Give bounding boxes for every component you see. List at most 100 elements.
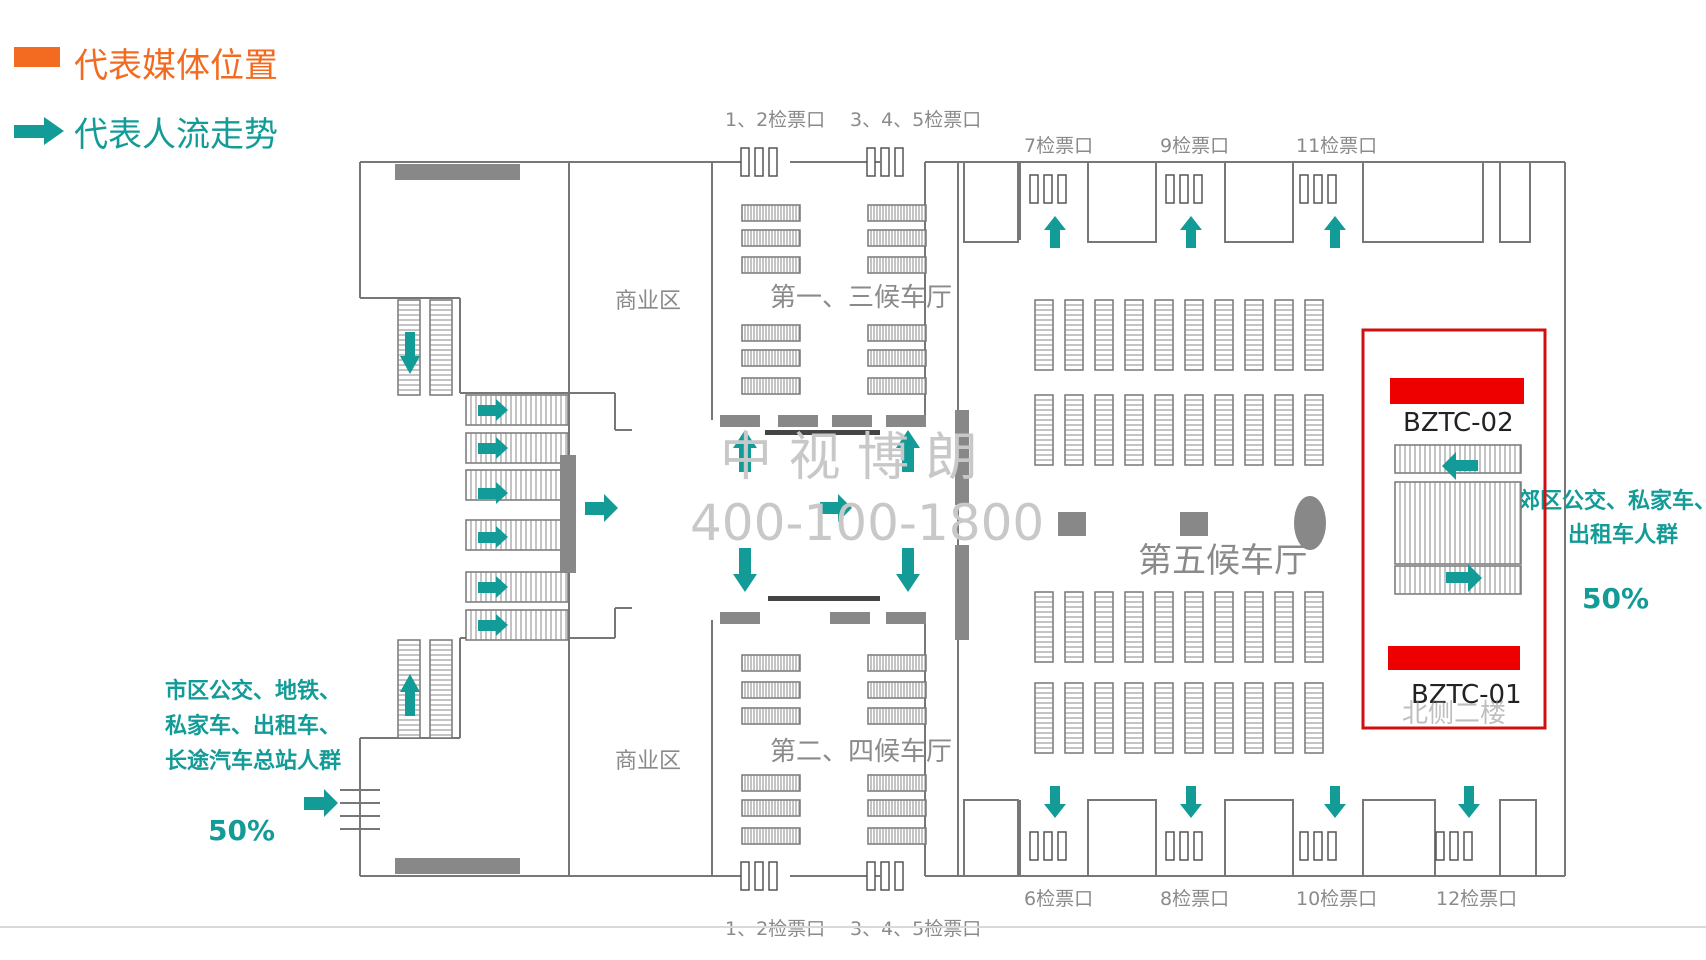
gate-label-bottom-3-4-5: 3、4、5检票口 [850, 918, 981, 940]
media-code-bztc-02: BZTC-02 [1403, 408, 1514, 438]
seat-row [741, 256, 801, 274]
gate-label-top-9: 9检票口 [1160, 135, 1229, 157]
turnstiles-bottom [1435, 831, 1473, 861]
gate-room [1224, 799, 1294, 877]
seat-column [1274, 682, 1294, 754]
seat-column [1094, 682, 1114, 754]
hall-5-label: 第五候车厅 [1138, 541, 1308, 581]
seat-column [1094, 591, 1114, 663]
commercial-zone-top-label: 商业区 [615, 289, 681, 314]
seat-column [1154, 591, 1174, 663]
central-corridor [720, 410, 1326, 640]
left-crowd-line2: 私家车、出租车、 [165, 713, 341, 739]
seat-column [1274, 591, 1294, 663]
turnstiles-bottom [1029, 831, 1067, 861]
seat-row [741, 707, 801, 725]
seat-row [741, 377, 801, 395]
seat-column [1274, 394, 1294, 466]
seat-column [1094, 299, 1114, 371]
escalator-segment [465, 519, 569, 551]
seat-column [1214, 394, 1234, 466]
seat-column [1214, 682, 1234, 754]
left-center-arrow-icon [585, 494, 618, 522]
watermark-phone: 400-100-1800 [690, 494, 1044, 552]
stair-block [429, 639, 453, 739]
seat-column [1094, 394, 1114, 466]
gate-label-top-11: 11检票口 [1296, 135, 1377, 157]
hall-seat-blocks [741, 204, 927, 845]
gate-room [1499, 799, 1537, 877]
seat-column [1034, 682, 1054, 754]
bottom-gate-arrows [1044, 786, 1480, 818]
seat-column [1124, 394, 1144, 466]
corridor-flow-arrows [733, 430, 920, 592]
seat-column [1124, 299, 1144, 371]
left-entrance-bottom-bar [395, 858, 520, 874]
left-divider-bar [560, 455, 576, 573]
left-crowd-percent: 50% [208, 814, 275, 847]
seat-row [867, 256, 927, 274]
top-gate-arrows [1044, 216, 1346, 248]
seat-row [867, 349, 927, 367]
seat-row [741, 799, 801, 817]
seat-column [1124, 682, 1144, 754]
gate-room [1224, 161, 1294, 243]
seat-column [1154, 299, 1174, 371]
turnstiles-bottom-1-2 [740, 861, 778, 891]
flow-legend-label: 代表人流走势 [74, 116, 278, 154]
seat-column [1304, 299, 1324, 371]
media-legend-swatch [14, 47, 60, 67]
left-stairs-group [397, 299, 569, 739]
top-gate-rooms [740, 147, 1531, 248]
seat-column [1244, 591, 1264, 663]
seat-column [1244, 299, 1264, 371]
seat-row [867, 377, 927, 395]
turnstiles-top [1165, 174, 1203, 204]
seat-column [1244, 682, 1264, 754]
stair-block [429, 299, 453, 396]
hall-1-3-label: 第一、三候车厅 [770, 283, 952, 313]
seat-column [1064, 591, 1084, 663]
seat-row [867, 827, 927, 845]
gate-room [1087, 799, 1157, 877]
seat-row [741, 827, 801, 845]
seat-column [1214, 299, 1234, 371]
turnstiles-top-3-4-5 [866, 147, 904, 177]
seat-column [1154, 394, 1174, 466]
seat-column [1184, 682, 1204, 754]
gate-label-top-1-2: 1、2检票口 [725, 109, 825, 131]
media-bar-bztc-02 [1390, 378, 1524, 404]
seat-column [1274, 299, 1294, 371]
seat-column [1304, 682, 1324, 754]
seat-column [1064, 394, 1084, 466]
gate-label-top-7: 7检票口 [1024, 135, 1093, 157]
right-crowd-line1: 郊区公交、私家车、 [1518, 488, 1706, 514]
seat-column [1184, 394, 1204, 466]
seat-row [867, 229, 927, 247]
seat-row [867, 654, 927, 672]
gate-label-bottom-12: 12检票口 [1436, 888, 1517, 910]
seat-column [1034, 591, 1054, 663]
bottom-gate-rooms [740, 786, 1537, 891]
north-building-label: 北侧二楼 [1402, 699, 1506, 729]
seat-column [1034, 299, 1054, 371]
left-crowd-line3: 长途汽车总站人群 [165, 748, 341, 774]
left-entrance-gate-icon [340, 789, 380, 830]
page-bottom-rule [0, 926, 1706, 928]
seat-column [1304, 394, 1324, 466]
seat-column [1214, 591, 1234, 663]
turnstiles-bottom [1165, 831, 1203, 861]
seat-row [741, 681, 801, 699]
gate-room [1087, 161, 1157, 243]
watermark-name: 中 视 博 朗 [720, 428, 978, 488]
seat-column [1184, 299, 1204, 371]
media-zone-flow-arrows [1442, 452, 1482, 592]
gate-label-bottom-1-2: 1、2检票口 [725, 918, 825, 940]
hall-5-seat-blocks [1034, 299, 1324, 754]
seat-column [1184, 591, 1204, 663]
seat-row [741, 324, 801, 342]
gate-label-bottom-8: 8检票口 [1160, 888, 1229, 910]
seat-row [867, 324, 927, 342]
seat-column [1304, 591, 1324, 663]
